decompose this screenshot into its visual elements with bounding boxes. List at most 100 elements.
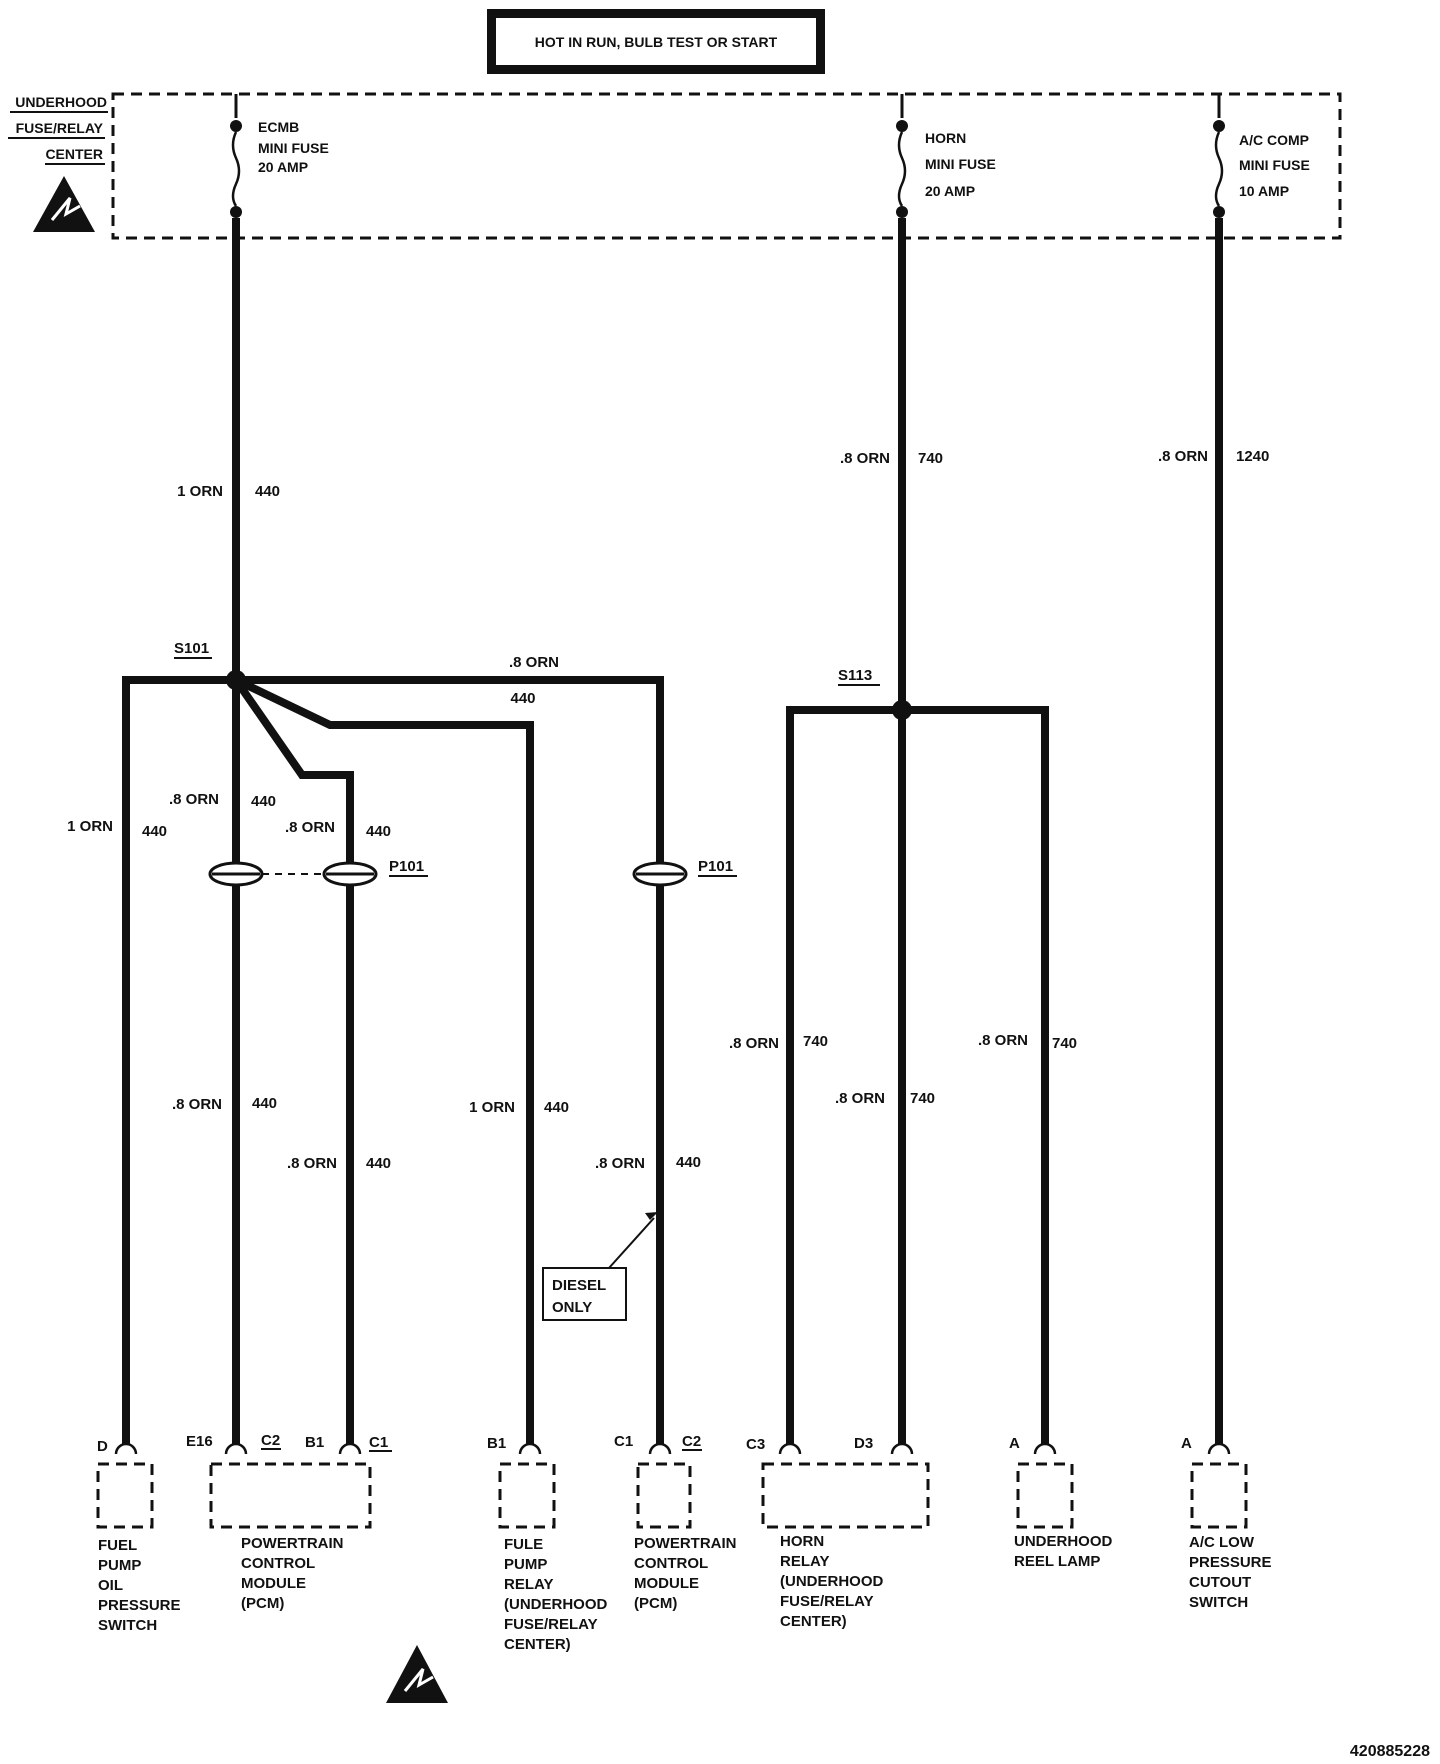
fuse-ecmb-line1: ECMB [258,119,299,135]
splice-s113-label: S113 [838,667,872,684]
wire-fuel-relay [234,676,534,1444]
wire-fuel-relay-gauge: 1 ORN [469,1099,515,1116]
wire-fp-upper-gauge: 1 ORN [67,818,113,835]
component-boxes [96,1462,1248,1529]
connector-p101-left-label: P101 [389,858,424,875]
fuse-ac: A/C COMP MINI FUSE 10 AMP [1213,94,1310,218]
fuel-pump-switch-line3: OIL [98,1577,123,1594]
header-text: HOT IN RUN, BULB TEST OR START [535,34,778,50]
fuse-horn-line2: MINI FUSE [925,156,996,172]
wire-main-ecmb-gauge: 1 ORN [177,483,223,500]
pcm2-line3: MODULE [634,1575,699,1592]
pcm1-line2: CONTROL [241,1555,315,1572]
ac-switch-line3: CUTOUT [1189,1574,1251,1591]
wire-main-horn-gauge: .8 ORN [840,450,890,467]
wire-pcm2-lower-circuit: 440 [676,1154,701,1171]
wire-horn-d3-gauge: .8 ORN [835,1090,885,1107]
fuel-relay-line5: FUSE/RELAY [504,1616,598,1633]
pin-horn-c3: C3 [746,1436,765,1453]
pcm1-line4: (PCM) [241,1595,284,1612]
pin-fp-d: D [97,1438,108,1455]
wire-pcm-e16-lower-circuit: 440 [252,1095,277,1112]
fuse-horn: HORN MINI FUSE 20 AMP [896,94,996,218]
wire-reel-gauge: .8 ORN [978,1032,1028,1049]
splice-s101-dot [226,670,246,690]
fuse-center-outline [111,92,1342,240]
fuel-pump-switch-line4: PRESSURE [98,1597,181,1614]
connector-p101-left: P101 [208,858,428,887]
pcm1-line3: MODULE [241,1575,306,1592]
wire-horn-c3-circuit: 740 [803,1033,828,1050]
component-pcm1: POWERTRAIN CONTROL MODULE (PCM) [241,1535,344,1612]
pin-ac-a: A [1181,1435,1192,1452]
header-box: HOT IN RUN, BULB TEST OR START [487,9,825,74]
wire-fuel-relay-circuit: 440 [544,1099,569,1116]
pcm1-line1: POWERTRAIN [241,1535,344,1552]
wire-pcm-b1 [232,677,354,1444]
fuel-relay-line6: CENTER) [504,1636,571,1653]
pcm2-line1: POWERTRAIN [634,1535,737,1552]
fuse-ac-line1: A/C COMP [1239,132,1309,148]
fuel-pump-switch-line1: FUEL [98,1537,137,1554]
ac-switch-line1: A/C LOW [1189,1534,1255,1551]
wire-reel-circuit: 740 [1052,1035,1077,1052]
wire-pcm-b1-upper-gauge: .8 ORN [285,819,335,836]
wire-pcm-b1-lower-circuit: 440 [366,1155,391,1172]
pin-pcm-c1: C1 [369,1434,388,1451]
wire-main-ecmb-circuit: 440 [255,483,280,500]
reel-lamp-line2: REEL LAMP [1014,1553,1100,1570]
horn-relay-line1: HORN [780,1533,824,1550]
pin-pcm-e16: E16 [186,1433,213,1450]
fuel-pump-switch-line2: PUMP [98,1557,141,1574]
pin-horn-d3: D3 [854,1435,873,1452]
wire-top-branch-gauge: .8 ORN [509,654,559,671]
fuse-center-line1: UNDERHOOD [15,94,107,110]
horn-relay-line5: CENTER) [780,1613,847,1630]
splice-s101-label: S101 [174,640,209,657]
fuse-ecmb-line3: 20 AMP [258,159,308,175]
fuel-pump-switch-line5: SWITCH [98,1617,157,1634]
diesel-note-line1: DIESEL [552,1277,606,1294]
pin-pcm-b1: B1 [305,1434,324,1451]
component-pcm2: POWERTRAIN CONTROL MODULE (PCM) [634,1535,737,1612]
fuel-relay-line3: RELAY [504,1576,553,1593]
pin-pcm2-c1: C1 [614,1433,633,1450]
connector-p101-right: P101 [632,858,737,887]
pin-pcm2-c2: C2 [682,1433,701,1450]
wire-horn-c3-gauge: .8 ORN [729,1035,779,1052]
wire-pcm-e16-upper-gauge: .8 ORN [169,791,219,808]
wire-pcm-b1-upper-circuit: 440 [366,823,391,840]
component-fuel-pump-switch: FUEL PUMP OIL PRESSURE SWITCH [98,1537,181,1634]
component-horn-relay: HORN RELAY (UNDERHOOD FUSE/RELAY CENTER) [780,1533,883,1630]
ac-switch-line2: PRESSURE [1189,1554,1272,1571]
fuel-relay-line4: (UNDERHOOD [504,1596,607,1613]
ac-switch-line4: SWITCH [1189,1594,1248,1611]
pcm2-line2: CONTROL [634,1555,708,1572]
wire-pcm2-lower-gauge: .8 ORN [595,1155,645,1172]
wire-reel-lamp [902,706,1049,1444]
fuse-horn-line1: HORN [925,130,966,146]
component-reel-lamp: UNDERHOOD REEL LAMP [1014,1533,1113,1570]
horn-relay-line2: RELAY [780,1553,829,1570]
esd-warning-icon [33,176,95,232]
fuse-center-line2: FUSE/RELAY [16,120,104,136]
fuse-center-line3: CENTER [45,146,103,162]
esd-warning-icon-bottom [386,1645,448,1703]
fuse-horn-line3: 20 AMP [925,183,975,199]
fuse-ecmb: ECMB MINI FUSE 20 AMP [230,94,329,218]
fuse-ac-line2: MINI FUSE [1239,157,1310,173]
wire-main-ac-circuit: 1240 [1236,448,1269,465]
wire-pcm-e16-upper-circuit: 440 [251,793,276,810]
wire-main-ac-gauge: .8 ORN [1158,448,1208,465]
terminals [114,1442,1231,1455]
fuse-ecmb-line2: MINI FUSE [258,140,329,156]
wire-pcm-b1-lower-gauge: .8 ORN [287,1155,337,1172]
pcm2-line4: (PCM) [634,1595,677,1612]
diesel-only-note: DIESEL ONLY [542,1212,658,1321]
wire-main-horn-circuit: 740 [918,450,943,467]
fuse-ac-line3: 10 AMP [1239,183,1289,199]
wire-horn-d3-circuit: 740 [910,1090,935,1107]
pin-reel-a: A [1009,1435,1020,1452]
horn-relay-line4: FUSE/RELAY [780,1593,874,1610]
